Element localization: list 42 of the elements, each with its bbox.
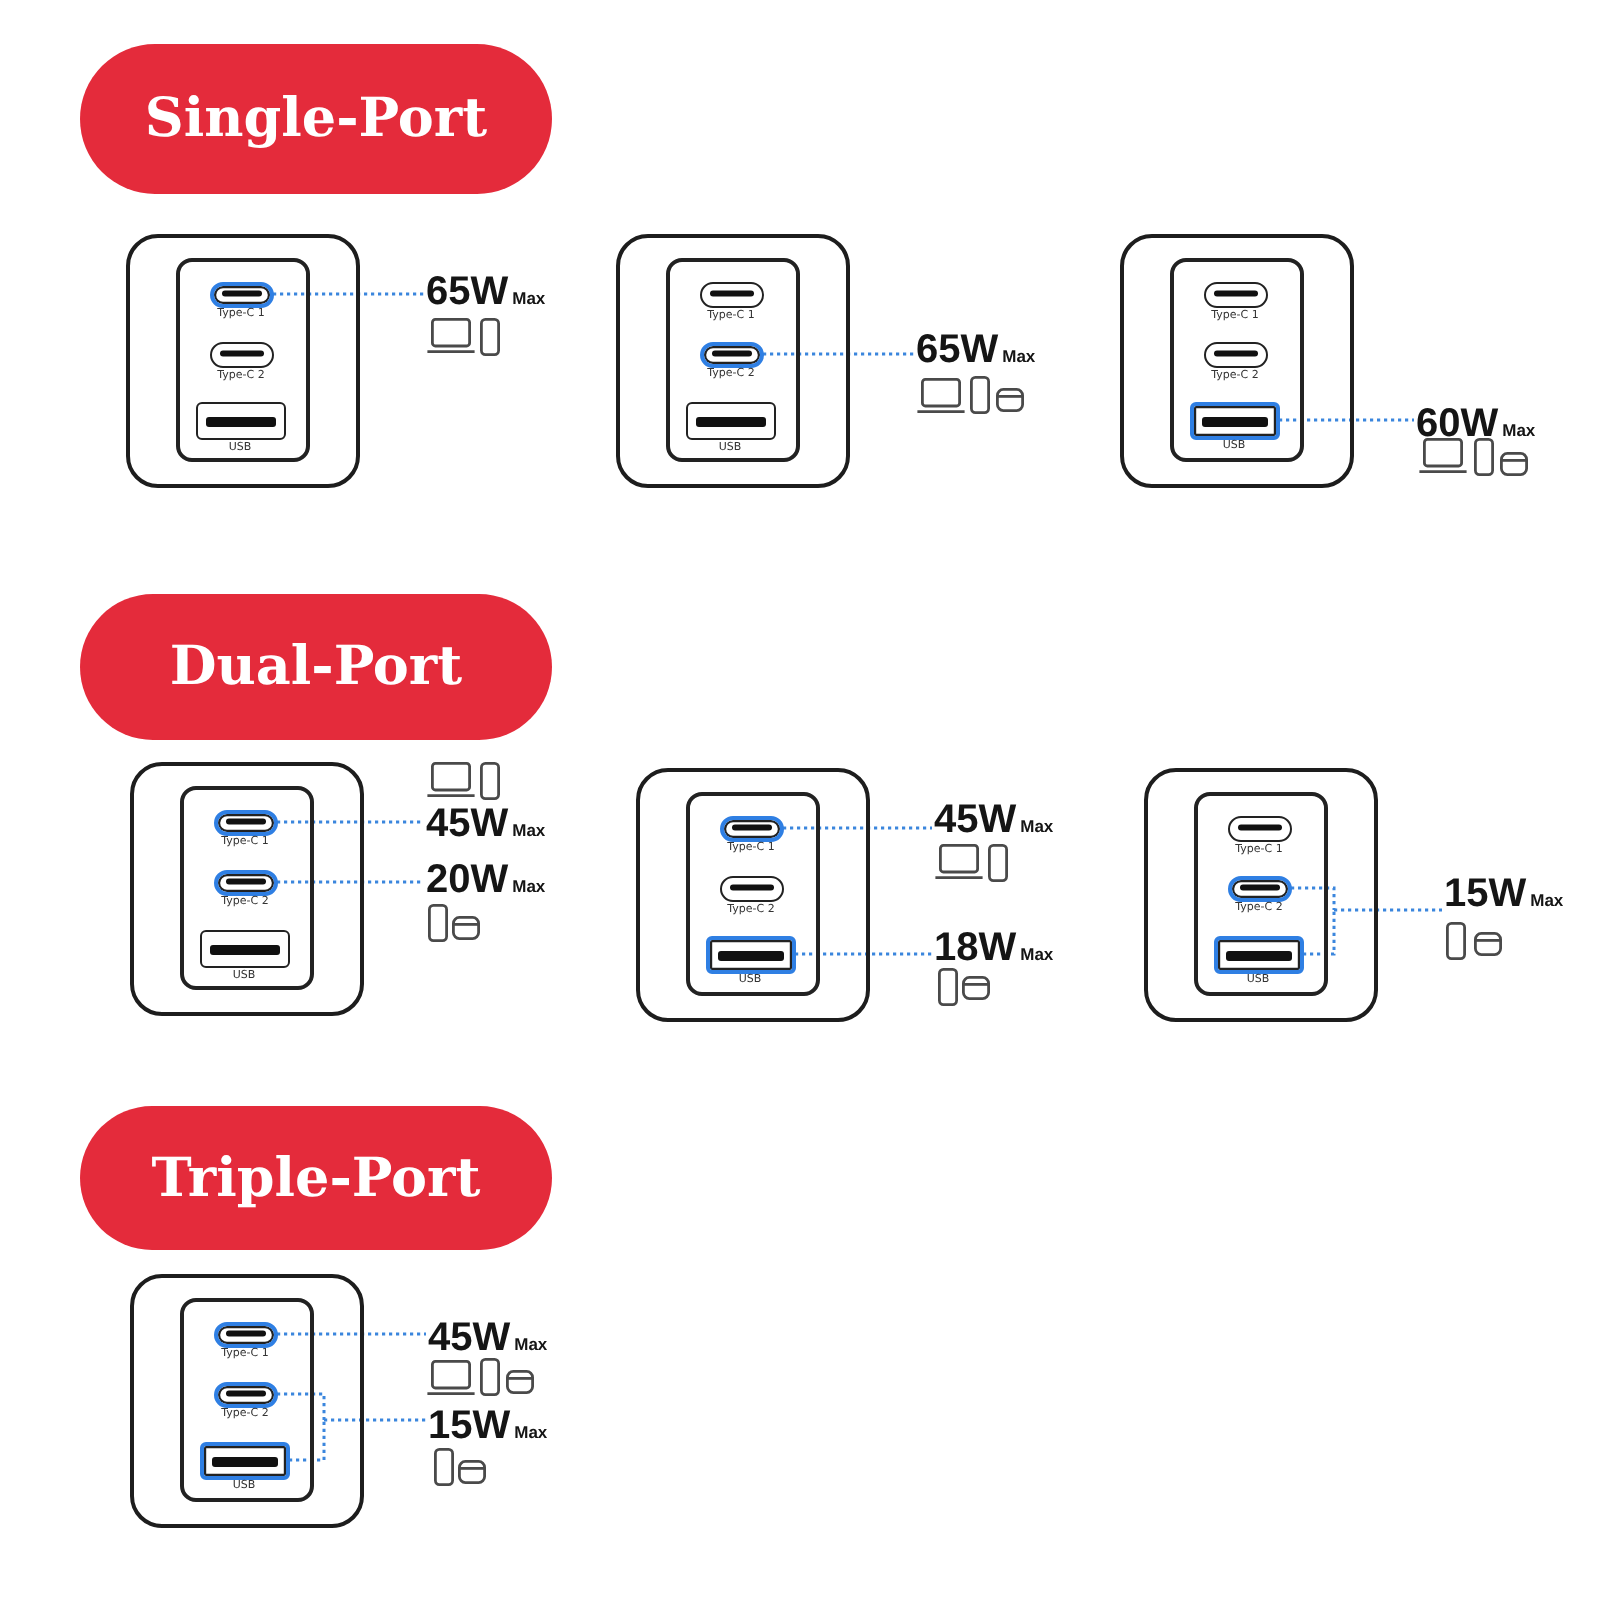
section-heading: Dual-Port [80,594,552,740]
dotted-connector [763,352,914,356]
dotted-connector [273,292,424,296]
max-label: Max [514,1422,548,1442]
max-label: Max [1502,420,1536,440]
max-label: Max [1530,890,1564,910]
section-heading: Triple-Port [80,1106,552,1250]
power-rating: 65W [426,270,509,314]
charger-body [1120,234,1354,488]
max-label: Max [512,876,546,896]
power-rating: 45W [934,798,1017,842]
max-label: Max [1020,944,1054,964]
dotted-connector [1291,886,1336,910]
dotted-connector [324,1418,426,1422]
dotted-connector [277,1392,326,1420]
dotted-connector [277,820,424,824]
charger-body [616,234,850,488]
power-rating: 15W [1444,872,1527,916]
power-rating: 45W [428,1316,511,1360]
charger-body [636,768,870,1022]
power-rating: 18W [934,926,1017,970]
dotted-connector [783,826,932,830]
power-rating: 15W [428,1404,511,1448]
power-rating: 60W [1416,402,1499,446]
charger-body [1144,768,1378,1022]
power-rating: 65W [916,328,999,372]
charger-body [130,1274,364,1528]
dotted-connector [277,1332,426,1336]
max-label: Max [1002,346,1036,366]
power-rating: 45W [426,802,509,846]
power-rating: 20W [426,858,509,902]
max-label: Max [1020,816,1054,836]
dotted-connector [795,952,932,956]
section-heading: Single-Port [80,44,552,194]
charger-body [126,234,360,488]
max-label: Max [512,820,546,840]
charger-body [130,762,364,1016]
max-label: Max [512,288,546,308]
dotted-connector [1279,418,1414,422]
dotted-connector [277,880,424,884]
dotted-connector [289,1420,326,1462]
max-label: Max [514,1334,548,1354]
